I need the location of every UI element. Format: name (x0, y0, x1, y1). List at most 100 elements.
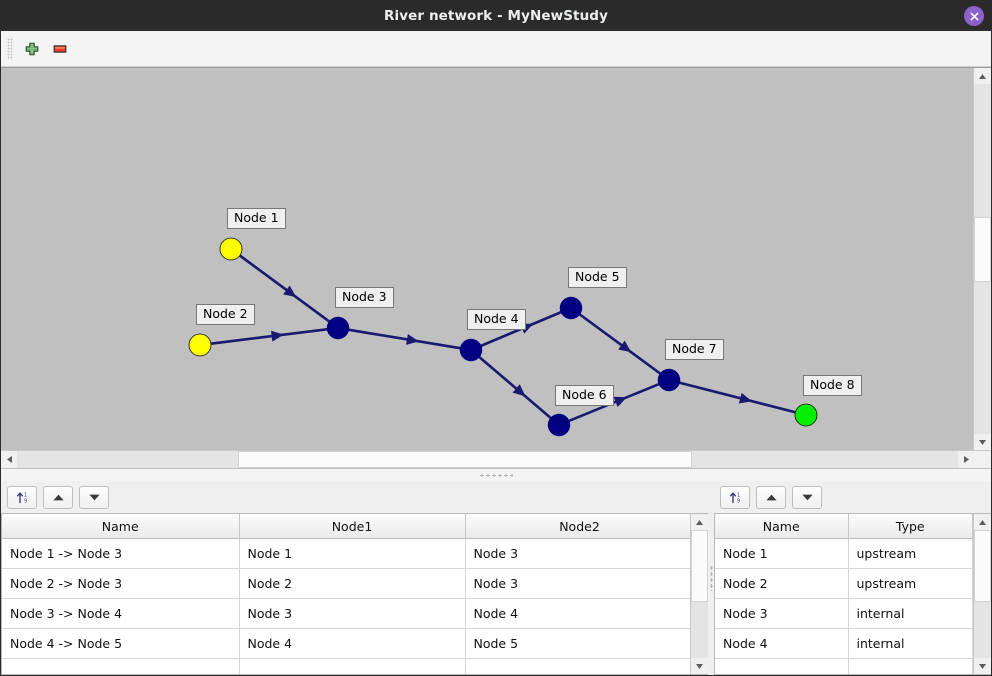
canvas-vertical-scrollbar[interactable] (973, 68, 991, 450)
reaches-cell[interactable] (2, 658, 240, 674)
scroll-up-icon[interactable] (974, 68, 991, 84)
nodes-move-down-icon[interactable] (792, 485, 822, 509)
reaches-scroll-down-icon[interactable] (691, 658, 708, 674)
reaches-cell[interactable]: Node 4 (465, 598, 690, 629)
nodes-cell[interactable] (848, 658, 973, 674)
graph-node-node8[interactable] (794, 403, 818, 427)
reaches-empty-row[interactable] (2, 658, 690, 674)
canvas-vscroll-track[interactable] (974, 84, 991, 434)
nodes-cell[interactable]: Node 2 (715, 568, 849, 599)
node-label-node1[interactable]: Node 1 (227, 208, 286, 230)
nodes-header-type[interactable]: Type (848, 514, 973, 539)
nodes-cell[interactable]: upstream (848, 568, 973, 599)
nodes-scroll-down-icon[interactable] (974, 658, 991, 674)
nodes-empty-row[interactable] (715, 658, 973, 674)
reaches-vertical-scrollbar[interactable] (690, 514, 708, 674)
nodes-cell[interactable] (715, 658, 849, 674)
edge-Node3-Node4[interactable] (348, 328, 461, 350)
scroll-down-icon[interactable] (974, 434, 991, 450)
reaches-vscroll-track[interactable] (691, 530, 708, 658)
nodes-move-up-icon[interactable] (756, 485, 786, 509)
nodes-cell[interactable]: Node 3 (715, 598, 849, 629)
nodes-vscroll-track[interactable] (974, 530, 991, 658)
node-label-node8[interactable]: Node 8 (803, 375, 862, 397)
edge-Node2-Node3[interactable] (210, 328, 328, 345)
nodes-cell[interactable]: internal (848, 628, 973, 659)
reaches-cell[interactable]: Node 3 -> Node 4 (2, 598, 240, 629)
vertical-splitter[interactable] (708, 481, 714, 675)
graph-node-node5[interactable] (559, 296, 583, 320)
add-plus-icon[interactable] (18, 35, 46, 63)
graph-node-node1[interactable] (219, 237, 243, 261)
reaches-move-up-icon[interactable] (43, 485, 73, 509)
nodes-scroll-up-icon[interactable] (974, 514, 991, 530)
canvas-vscroll-thumb[interactable] (974, 217, 991, 282)
graph-node-node2[interactable] (188, 333, 212, 357)
nodes-vertical-scrollbar[interactable] (973, 514, 991, 674)
reaches-cell[interactable]: Node 3 (465, 568, 690, 599)
nodes-cell[interactable]: upstream (848, 538, 973, 569)
network-canvas[interactable]: Node 1 Node 2 Node 3 Node 4 Node 5 Node 6 Node… (1, 68, 973, 450)
reaches-vscroll-thumb[interactable] (691, 530, 708, 603)
nodes-cell[interactable]: Node 4 (715, 628, 849, 659)
reaches-sort-icon[interactable]: 1 9 (7, 485, 37, 509)
edge-Node5-Node7[interactable] (579, 313, 661, 375)
reaches-cell[interactable]: Node 2 (239, 568, 466, 599)
delete-icon[interactable] (46, 35, 74, 63)
edge-Node4-Node6[interactable] (478, 356, 552, 419)
reaches-cell[interactable]: Node 4 (239, 628, 466, 659)
graph-node-node3[interactable] (326, 316, 350, 340)
reaches-move-down-icon[interactable] (79, 485, 109, 509)
reaches-header-node2[interactable]: Node2 (465, 514, 690, 539)
reaches-cell[interactable]: Node 2 -> Node 3 (2, 568, 240, 599)
scroll-right-icon[interactable] (958, 451, 974, 467)
nodes-sort-icon[interactable]: 1 9 (720, 485, 750, 509)
graph-node-node6[interactable] (547, 413, 571, 437)
nodes-vscroll-thumb[interactable] (974, 530, 991, 603)
reaches-cell[interactable]: Node 4 -> Node 5 (2, 628, 240, 659)
node-label-node6[interactable]: Node 6 (555, 385, 614, 407)
canvas-hscroll-thumb[interactable] (238, 451, 692, 468)
node-label-node3[interactable]: Node 3 (335, 287, 394, 309)
graph-node-node4[interactable] (459, 338, 483, 362)
reaches-cell[interactable]: Node 3 (465, 538, 690, 569)
canvas-horizontal-scrollbar[interactable] (1, 450, 991, 468)
reaches-cell[interactable]: Node 1 -> Node 3 (2, 538, 240, 569)
reaches-cell[interactable] (465, 658, 690, 674)
nodes-header-name[interactable]: Name (715, 514, 849, 539)
reaches-header-name[interactable]: Name (2, 514, 240, 539)
reaches-header-node1[interactable]: Node1 (239, 514, 466, 539)
node-label-node4[interactable]: Node 4 (467, 309, 526, 331)
toolbar-grip[interactable] (7, 37, 13, 60)
reaches-scroll-up-icon[interactable] (691, 514, 708, 530)
horizontal-splitter[interactable] (1, 468, 991, 481)
reaches-cell[interactable]: Node 5 (465, 628, 690, 659)
edge-Node7-Node8[interactable] (679, 381, 796, 414)
node-label-node2[interactable]: Node 2 (196, 304, 255, 326)
nodes-cell[interactable]: internal (848, 598, 973, 629)
node-label-node7[interactable]: Node 7 (665, 339, 724, 361)
node-label-node5[interactable]: Node 5 (568, 267, 627, 289)
close-icon[interactable] (964, 6, 984, 26)
reaches-cell[interactable]: Node 1 (239, 538, 466, 569)
canvas-hscroll-track[interactable] (17, 451, 958, 468)
edge-Node6-Node7[interactable] (568, 382, 660, 423)
edge-Node1-Node3[interactable] (239, 254, 330, 323)
reaches-cell[interactable]: Node 3 (239, 598, 466, 629)
graph-node-node7[interactable] (657, 368, 681, 392)
nodes-cell[interactable]: Node 1 (715, 538, 849, 569)
reaches-cell[interactable] (239, 658, 466, 674)
scroll-left-icon[interactable] (1, 451, 17, 467)
